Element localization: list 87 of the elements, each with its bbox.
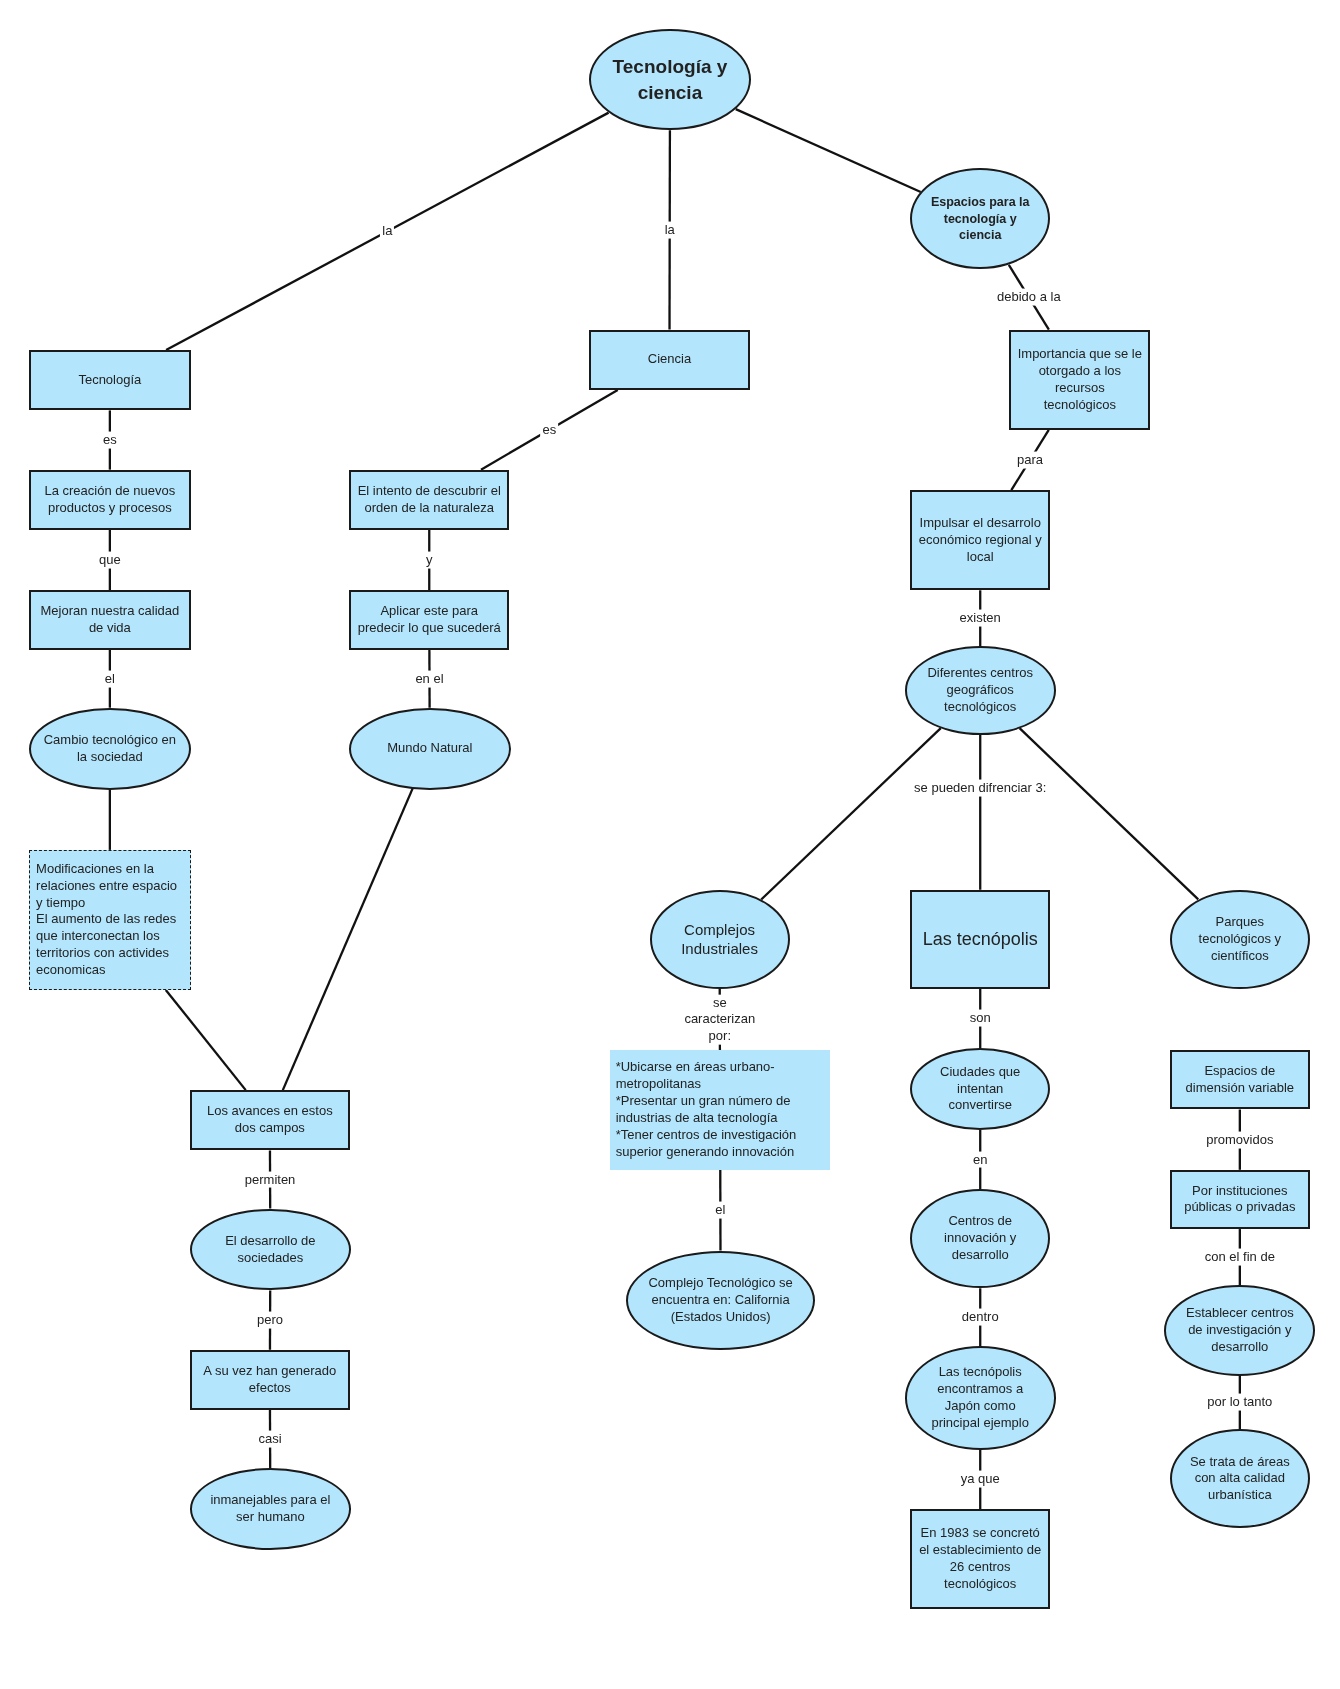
node-text: El aumento de las redes que interconectan los territorios con activides economicas [36,911,178,979]
node-text: Mejoran nuestra calidad de vida [39,603,181,637]
connector-line [108,410,112,470]
node-text: Complejos Industriales [680,919,759,959]
node-text: Modificaciones en la relaciones entre espacio y tiempo [36,860,178,912]
node-text: El desarrollo de sociedades [224,1232,317,1267]
node-text: Aplicar este para predecir lo que sucederá [357,603,502,637]
connector-line [281,788,414,1091]
node-text: A su vez han generado efectos [202,1362,338,1397]
edge-label: se pueden difrenciar 3: [912,780,1049,797]
edge-label: es [101,431,119,449]
connector-line [108,789,112,850]
connector-line [979,734,982,890]
edge-label: dentro [959,1308,1001,1326]
node-text: Los avances en estos dos campos [205,1103,334,1138]
edge-label: la [662,221,677,239]
concept-box [189,1349,351,1410]
node-text: Tecnología y ciencia [611,55,729,105]
edge-label: permiten [242,1171,298,1188]
edge-label: existen [957,609,1003,627]
connector-line [979,1129,982,1190]
node-text: Se trata de áreas con alta calidad urbanística [1188,1453,1291,1505]
edge-label: por lo tanto [1205,1394,1275,1411]
connector-line [165,111,610,352]
node-text: Las tecnópolis [922,927,1038,951]
node-text: Espacios para la tecnología y ciencia [929,194,1031,244]
concept-box [910,490,1051,591]
connector-line [164,989,247,1091]
node-text: Diferentes centros geográficos tecnológicos [926,665,1034,716]
connector-line [719,1169,722,1251]
edge-label: son [967,1010,993,1027]
node-text: Ciencia [647,351,692,369]
connector-line [480,388,619,471]
note-panel [609,1050,831,1170]
concept-box [910,889,1051,989]
concept-box [349,469,510,530]
edge-label: ya que [958,1471,1002,1488]
node-text: La creación de nuevos productos y procesos [43,482,177,517]
node-text: El intento de descubrir el orden de la naturaleza [357,482,502,517]
edge-label: y [424,551,435,569]
edge-label: el [102,670,117,688]
node-text: inmanejables para el ser humano [209,1492,332,1526]
connector-line [428,529,431,591]
node-text: *Tener centros de investigación superior generando innovación [615,1126,798,1161]
connector-line [108,649,112,708]
concept-box [1009,329,1151,430]
node-text: Parques tecnológicos y científicos [1197,913,1282,965]
concept-box [349,590,510,650]
node-text: Ciudades que intentan convertirse [939,1063,1022,1115]
concept-box [910,1509,1051,1610]
node-text: Por instituciones públicas o privadas [1183,1182,1297,1217]
connector-line [1018,727,1200,901]
node-text: Establecer centros de investigación y desarrollo [1184,1304,1295,1356]
concept-box [189,1090,351,1151]
connector-line [760,727,942,901]
concept-box [29,849,191,990]
concept-box [589,329,750,390]
concept-box [1169,1169,1310,1230]
edge-label: en [971,1151,990,1168]
edge-label: es [540,421,559,439]
node-text: Mundo Natural [387,740,473,758]
node-text: *Ubicarse en áreas urbano-metropolitanas [615,1059,776,1094]
edge-label: casi [256,1430,284,1448]
node-text: Centros de innovación y desarrollo [943,1213,1018,1265]
edge-label: en el [413,670,446,688]
node-text: Importancia que se le otorgado a los recursos tecnológicos [1017,345,1143,414]
edge-label: promovidos [1204,1131,1276,1149]
node-text: Cambio tecnológico en la sociedad [43,731,177,766]
edge-label: debido a la [995,288,1063,306]
concept-box [29,350,191,411]
concept-box [29,590,191,650]
connector-line [735,108,922,194]
edge-label: con el fin de [1202,1248,1277,1266]
node-text: En 1983 se concretó el establecimiento de 26 centros tecnológicos [918,1525,1043,1593]
node-text: *Presentar un gran número de industrias de alta tecnología [615,1093,792,1127]
edge-label: pero [255,1311,286,1329]
concept-box [1169,1050,1310,1110]
edge-label: que [97,551,123,569]
connector-line [668,130,672,330]
node-text: Las tecnópolis encontramos a Japón como principal ejemplo [930,1364,1030,1432]
edge-label: para [1015,451,1046,469]
node-text: Tecnología [78,371,142,389]
edge-label: el [713,1201,728,1219]
concept-box [29,469,191,530]
node-text: Impulsar el desarrolo económico regional y local [918,514,1043,566]
node-text: Complejo Tecnológico se encuentra en: California (Estados Unidos) [647,1274,794,1326]
node-text: Espacios de dimensión variable [1184,1062,1295,1097]
